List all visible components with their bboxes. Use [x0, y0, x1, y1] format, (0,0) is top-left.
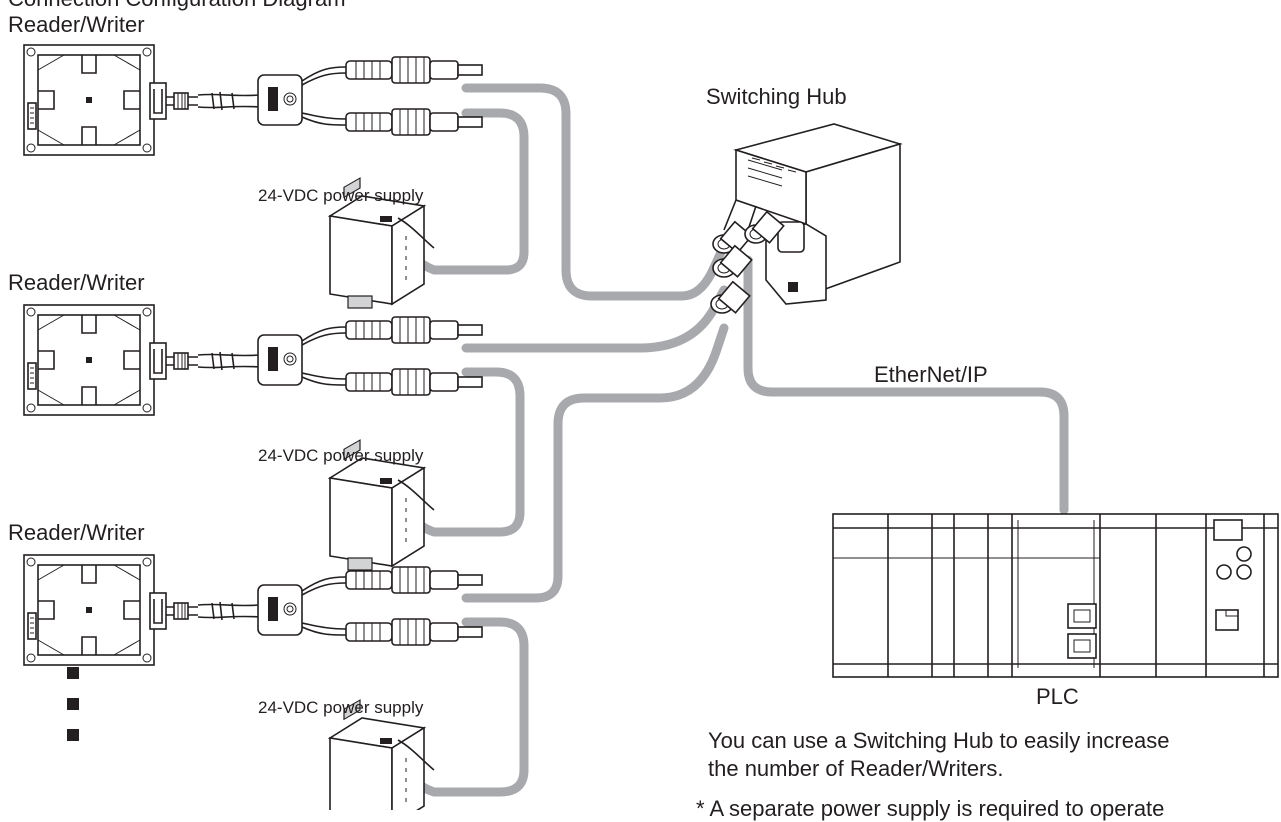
ellipsis-square-icon [67, 698, 79, 710]
cable-rw2-data [461, 285, 729, 353]
cable-rw1-data [461, 83, 727, 301]
plc-icon [832, 513, 1279, 678]
cable-rw3-power [403, 617, 529, 797]
ethernet-ip-label: EtherNet/IP [874, 362, 988, 387]
connector-icon [149, 56, 483, 136]
power-supply-label: 24-VDC power supply [258, 446, 424, 465]
switching-hub-label: Switching Hub [706, 84, 847, 109]
power-supply-label: 24-VDC power supply [258, 186, 424, 205]
reader-writer-label: Reader/Writer [8, 520, 145, 545]
ellipsis-square-icon [67, 667, 79, 679]
footnote: * A separate power supply is required to… [696, 796, 1165, 821]
cable-rw3-data [461, 323, 729, 603]
note-line-1: You can use a Switching Hub to easily in… [708, 728, 1170, 753]
cable-ethernet-ip [743, 255, 1069, 515]
connector-icon [149, 316, 483, 396]
reader-writer-label: Reader/Writer [8, 12, 145, 37]
switching-hub-icon [710, 123, 903, 314]
reader-writer-icon [23, 44, 155, 156]
note-line-2: the number of Reader/Writers. [708, 756, 1004, 781]
ellipsis-square-icon [67, 729, 79, 741]
reader-writer-icon [23, 554, 155, 666]
connector-icon [149, 566, 483, 646]
power-supply-label: 24-VDC power supply [258, 698, 424, 717]
page-title: Connection Configuration Diagram [8, 0, 346, 12]
cable-rw1-power [403, 108, 529, 275]
reader-writer-label: Reader/Writer [8, 270, 145, 295]
plc-label: PLC [1036, 684, 1079, 709]
reader-writer-icon [23, 304, 155, 416]
